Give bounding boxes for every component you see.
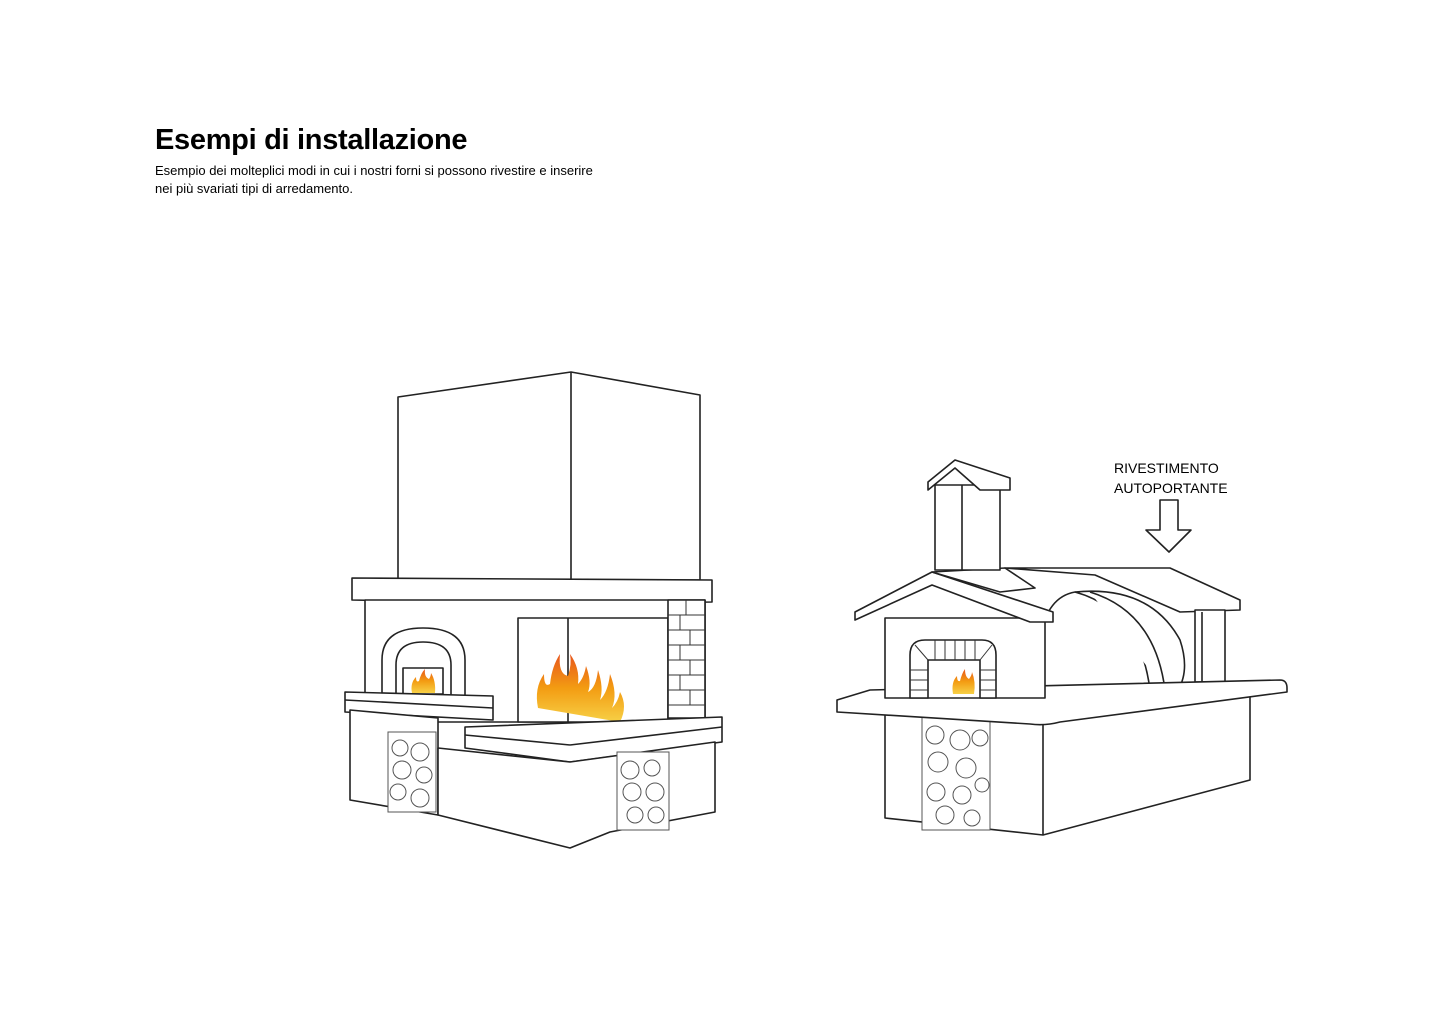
arrow-down-icon bbox=[1145, 499, 1192, 553]
flame-icon bbox=[411, 669, 436, 693]
self-supporting-oven-illustration bbox=[836, 459, 1288, 836]
description-line-2: nei più svariati tipi di arredamento. bbox=[155, 181, 353, 196]
fireplace-oven-illustration bbox=[344, 371, 723, 849]
page-title: Esempi di installazione bbox=[155, 124, 468, 156]
annotation-line-1: RIVESTIMENTO bbox=[1114, 460, 1219, 476]
flame-icon bbox=[536, 654, 624, 722]
description-line-1: Esempio dei molteplici modi in cui i nos… bbox=[155, 163, 593, 178]
flame-icon bbox=[952, 669, 975, 694]
annotation-line-2: AUTOPORTANTE bbox=[1114, 480, 1228, 496]
annotation-label: RIVESTIMENTO AUTOPORTANTE bbox=[1114, 458, 1228, 498]
page-description: Esempio dei molteplici modi in cui i nos… bbox=[155, 162, 635, 198]
